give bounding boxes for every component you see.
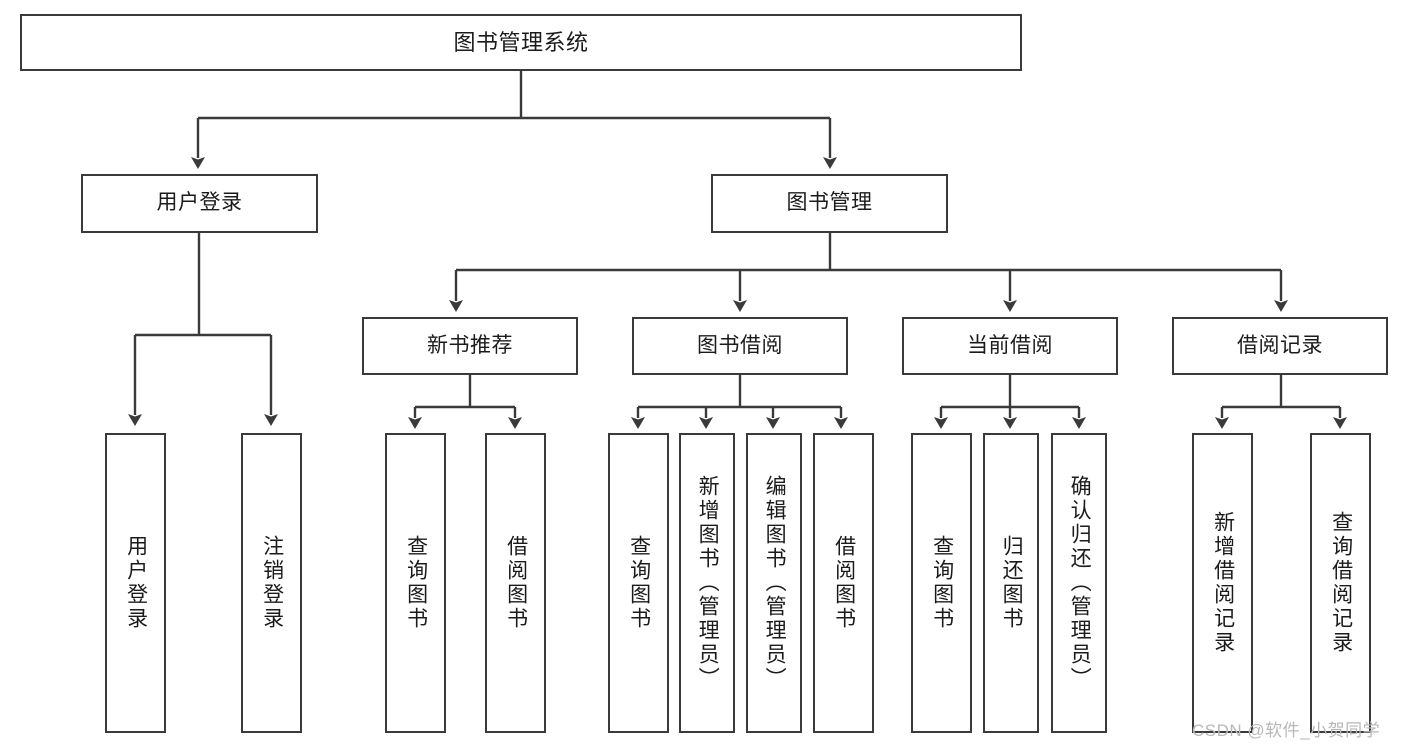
node-book-management[interactable]: 图书管理	[711, 174, 948, 233]
node-label: 查询图书	[627, 535, 651, 631]
node-label: 新增图书（管理员）	[696, 475, 720, 691]
node-label: 图书管理系统	[453, 29, 589, 55]
node-label: 编辑图书（管理员）	[763, 475, 787, 691]
leaf-return-book[interactable]: 归还图书	[983, 433, 1039, 733]
leaf-query-book-current[interactable]: 查询图书	[911, 433, 972, 733]
node-label: 借阅图书	[504, 535, 528, 631]
node-label: 新书推荐	[427, 333, 513, 357]
leaf-borrow-book[interactable]: 借阅图书	[813, 433, 874, 733]
leaf-user-logout[interactable]: 注销登录	[241, 433, 302, 733]
leaf-query-book[interactable]: 查询图书	[608, 433, 669, 733]
node-label: 当前借阅	[967, 333, 1053, 357]
node-label: 确认归还（管理员）	[1068, 475, 1092, 691]
leaf-borrow-book-recommend[interactable]: 借阅图书	[485, 433, 546, 733]
node-root-system[interactable]: 图书管理系统	[20, 14, 1022, 71]
leaf-add-book-admin[interactable]: 新增图书（管理员）	[679, 433, 735, 733]
leaf-query-borrow-record[interactable]: 查询借阅记录	[1310, 433, 1371, 733]
node-label: 新增借阅记录	[1211, 511, 1235, 655]
leaf-query-book-recommend[interactable]: 查询图书	[385, 433, 446, 733]
leaf-user-login[interactable]: 用户登录	[105, 433, 166, 733]
node-label: 用户登录	[156, 191, 243, 215]
node-label: 查询图书	[404, 535, 428, 631]
node-current-borrow[interactable]: 当前借阅	[902, 317, 1118, 375]
node-label: 借阅图书	[832, 535, 856, 631]
node-label: 借阅记录	[1237, 333, 1323, 357]
node-new-book-recommend[interactable]: 新书推荐	[362, 317, 578, 375]
leaf-edit-book-admin[interactable]: 编辑图书（管理员）	[746, 433, 802, 733]
leaf-confirm-return-admin[interactable]: 确认归还（管理员）	[1051, 433, 1107, 733]
node-label: 查询图书	[930, 535, 954, 631]
node-label: 注销登录	[260, 535, 284, 631]
node-label: 图书管理	[786, 191, 873, 215]
node-label: 归还图书	[1000, 535, 1024, 631]
leaf-add-borrow-record[interactable]: 新增借阅记录	[1192, 433, 1253, 733]
node-label: 用户登录	[124, 535, 148, 631]
node-label: 图书借阅	[697, 333, 783, 357]
node-borrow-record[interactable]: 借阅记录	[1172, 317, 1388, 375]
node-label: 查询借阅记录	[1329, 511, 1353, 655]
node-book-borrow[interactable]: 图书借阅	[632, 317, 848, 375]
node-user-login[interactable]: 用户登录	[81, 174, 318, 233]
